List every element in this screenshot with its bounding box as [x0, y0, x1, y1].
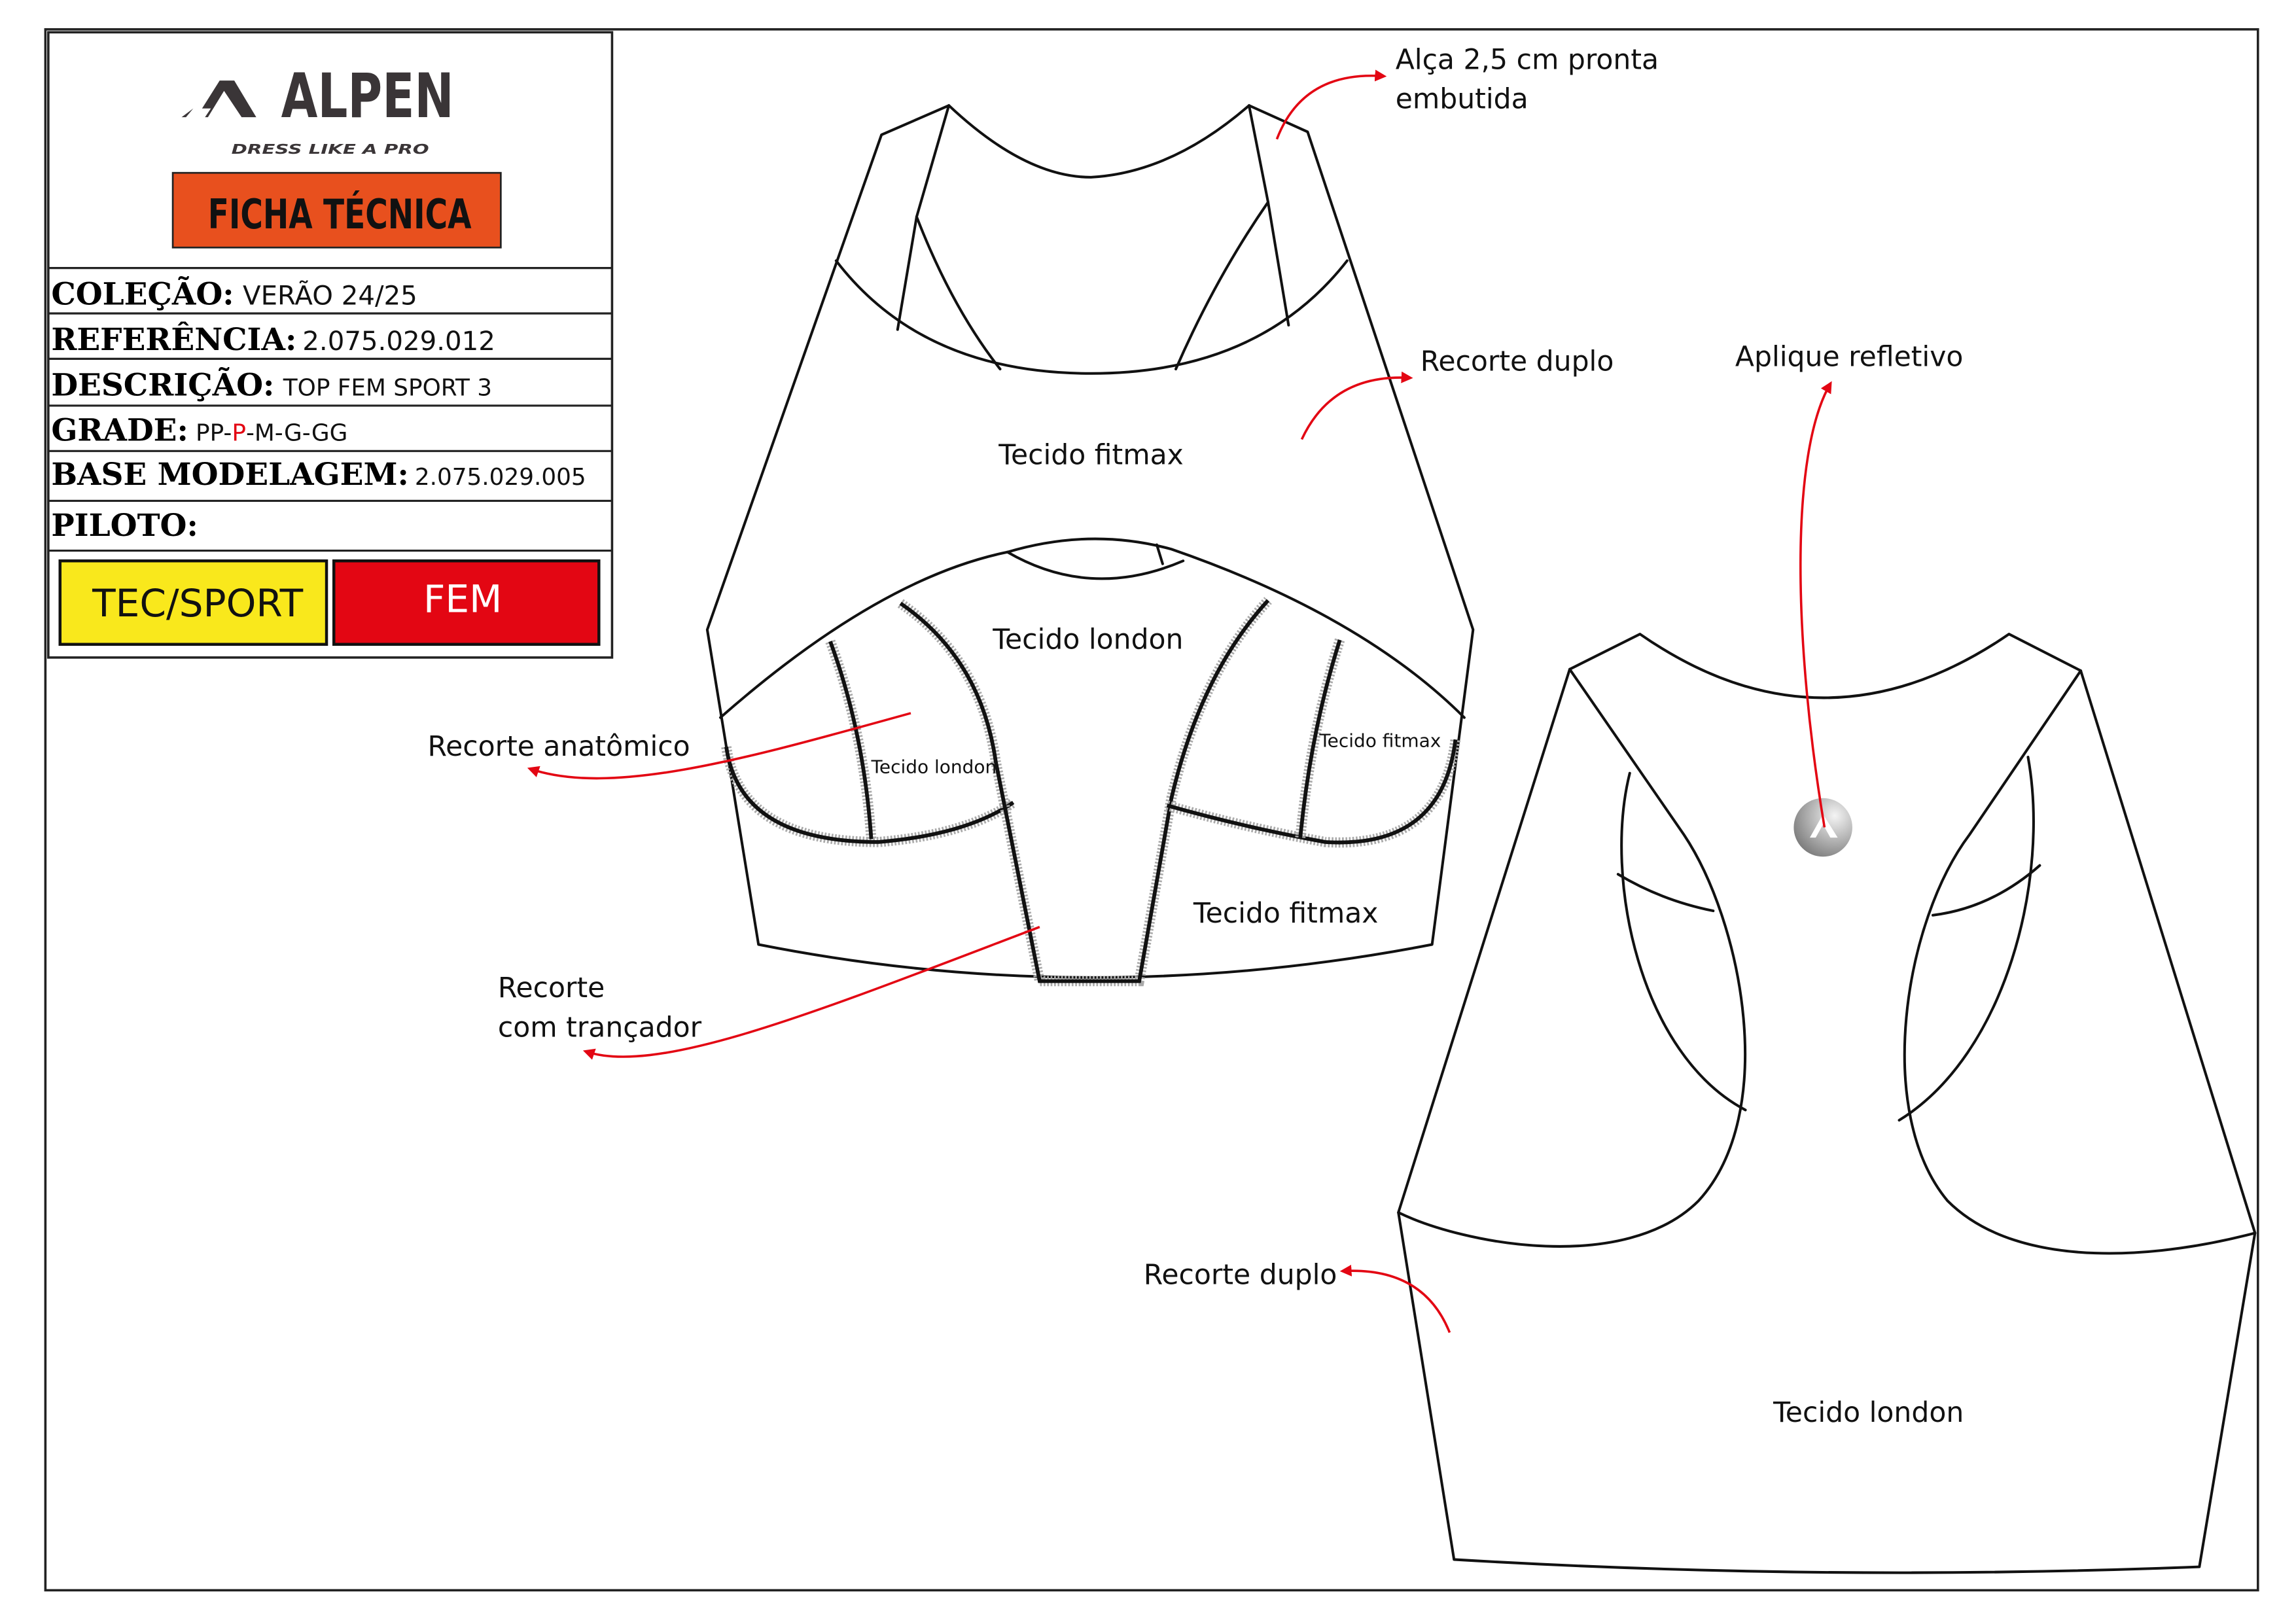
- reflective-logo-patch: [1793, 798, 1852, 857]
- back-fabric-body: Tecido london: [1773, 1397, 1964, 1429]
- mountain-logo-icon: [1810, 814, 1838, 838]
- annotation-braid-line1: Recorte: [498, 972, 605, 1004]
- brand-name: ALPEN: [281, 61, 454, 132]
- annotation-double-cut-back: Recorte duplo: [1144, 1260, 1337, 1292]
- doc-title-box: [171, 171, 502, 249]
- brand-logo: ALPEN DRESS LIKE A PRO: [181, 61, 454, 157]
- field-rows: [48, 267, 612, 552]
- annotation-anatomic-cut: Recorte anatômico: [427, 731, 690, 763]
- annotation-strap-line2: embutida: [1396, 84, 1528, 116]
- mountain-logo-icon: [181, 80, 256, 118]
- front-fabric-lower: Tecido fitmax: [1193, 898, 1379, 930]
- badge-gender: [332, 559, 601, 646]
- front-garment-drawing: Tecido fitmax Tecido london Tecido londo…: [705, 104, 1475, 987]
- front-fabric-center: Tecido london: [992, 624, 1183, 656]
- badge-category-label: TEC/SPORT: [92, 581, 303, 626]
- annotation-arrows: [527, 69, 1832, 1333]
- front-fabric-right-cup: Tecido fitmax: [1318, 730, 1441, 751]
- annotation-reflective: Aplique refletivo: [1735, 342, 1963, 374]
- annotation-strap-line1: Alça 2,5 cm pronta: [1396, 44, 1659, 76]
- stitched-seams: [721, 597, 1461, 987]
- annotation-double-cut-front: Recorte duplo: [1421, 345, 1614, 378]
- header-block: ALPEN DRESS LIKE A PRO FICHA TÉCNICA COL…: [47, 31, 614, 659]
- page-frame: [44, 28, 2259, 1592]
- badge-gender-label: FEM: [423, 577, 502, 622]
- annotation-braid-line2: com trançador: [498, 1012, 702, 1044]
- doc-title: FICHA TÉCNICA: [208, 190, 472, 238]
- front-fabric-left-cup: Tecido london: [871, 756, 997, 778]
- front-fabric-upper: Tecido fitmax: [998, 440, 1184, 472]
- field-base-pattern: BASE MODELAGEM:2.075.029.005: [51, 457, 586, 493]
- field-reference: REFERÊNCIA:2.075.029.012: [51, 321, 495, 358]
- field-description: DESCRIÇÃO:TOP FEM SPORT 3: [51, 366, 492, 403]
- field-collection: COLEÇÃO:VERÃO 24/25: [51, 276, 417, 313]
- back-garment-drawing: Tecido london: [1397, 633, 2257, 1574]
- badge-category: [58, 559, 328, 646]
- field-pilot: PILOTO:: [51, 508, 198, 544]
- field-grade: GRADE:PP-P-M-G-GG: [51, 413, 347, 449]
- brand-tagline: DRESS LIKE A PRO: [232, 141, 429, 157]
